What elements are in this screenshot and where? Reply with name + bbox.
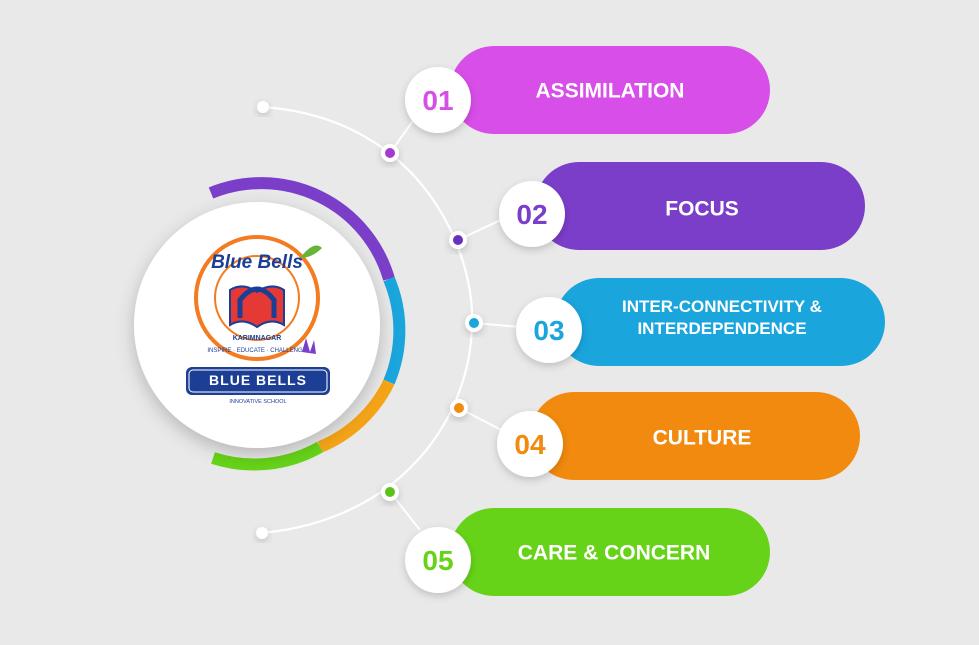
item-label: ASSIMILATION	[536, 79, 685, 102]
flower-icon	[302, 338, 316, 354]
logo-place-text: KARIMNAGAR	[233, 335, 282, 342]
item-label-line: ASSIMILATION	[536, 79, 685, 102]
item-03: INTER-CONNECTIVITY & INTERDEPENDENCE 03	[465, 278, 885, 366]
item-label-line: INTER-CONNECTIVITY &	[622, 297, 822, 316]
number-circle	[405, 67, 471, 133]
arc-start-dot	[257, 101, 269, 113]
logo-banner	[186, 367, 330, 395]
timeline-dot-core	[453, 235, 463, 245]
item-label-line: INTERDEPENDENCE	[637, 319, 806, 338]
arch-icon	[237, 286, 277, 318]
item-label: CARE & CONCERN	[518, 541, 711, 564]
logo-banner-text: BLUE BELLS	[209, 372, 307, 388]
ring-segment-orange	[317, 379, 395, 453]
number-circle	[497, 411, 563, 477]
item-number: 01	[422, 85, 453, 116]
number-circle	[405, 527, 471, 593]
item-label: FOCUS	[665, 197, 739, 220]
ring-segment-blue	[383, 276, 406, 385]
item-02: FOCUS 02	[449, 162, 865, 250]
label-pill	[450, 46, 770, 134]
label-pill	[535, 162, 865, 250]
timeline-dot-core	[454, 403, 464, 413]
timeline-dot-core	[469, 318, 479, 328]
item-05: CARE & CONCERN 05	[381, 483, 770, 596]
item-number: 03	[533, 315, 564, 346]
item-label: INTER-CONNECTIVITY & INTERDEPENDENCE	[622, 297, 822, 338]
logo-banner-subtext: INNOVATIVE SCHOOL	[229, 399, 286, 405]
item-04: CULTURE 04	[450, 392, 860, 480]
label-pill	[530, 392, 860, 480]
item-label-line: CARE & CONCERN	[518, 541, 711, 564]
label-pill	[555, 278, 885, 366]
item-label: CULTURE	[653, 426, 752, 449]
ring-segment-purple	[208, 177, 395, 281]
ring-segment-green	[211, 441, 323, 471]
item-label-line: CULTURE	[653, 426, 752, 449]
logo-motto-text: INSPIRE · EDUCATE · CHALLENGE	[207, 348, 306, 354]
logo-banner-inner	[188, 369, 328, 393]
logo-arc-text: Blue Bells	[211, 252, 303, 273]
logo-ring	[208, 177, 406, 471]
label-pill	[450, 508, 770, 596]
item-number: 05	[422, 545, 453, 576]
leaf-icon	[300, 245, 322, 258]
item-number: 04	[514, 429, 546, 460]
item-number: 02	[516, 199, 547, 230]
item-label-line: FOCUS	[665, 197, 739, 220]
item-01: ASSIMILATION 01	[381, 46, 770, 162]
timeline-dot-core	[385, 487, 395, 497]
timeline-dot-core	[385, 148, 395, 158]
arc-end-dot	[256, 527, 268, 539]
school-logo: Blue Bells KARIMNAGAR INSPIRE · EDUCATE …	[186, 235, 330, 405]
number-circle	[499, 181, 565, 247]
number-circle	[516, 297, 582, 363]
